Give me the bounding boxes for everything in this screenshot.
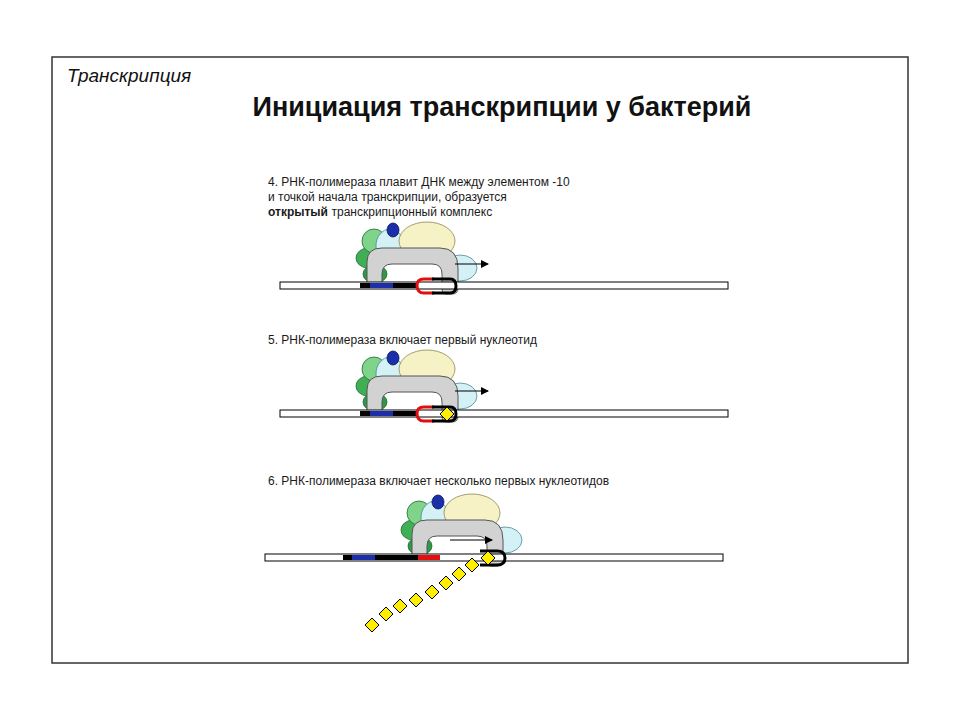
step-caption: и точкой начала транскрипции, образуется	[268, 190, 507, 204]
slide-title: Инициация транскрипции у бактерий	[253, 91, 752, 123]
promoter	[343, 555, 440, 560]
start-arrow	[450, 539, 492, 540]
nucleotide	[393, 599, 407, 613]
text-slot: Транскрипция	[67, 65, 191, 88]
nucleotide	[481, 551, 495, 565]
step-caption: 5. РНК-полимераза включает первый нуклео…	[268, 333, 537, 347]
minus-35-element	[352, 555, 375, 560]
nucleotide	[439, 576, 453, 590]
step-caption: 4. РНК-полимераза плавит ДНК между элеме…	[268, 175, 570, 189]
promoter	[360, 283, 418, 288]
nucleotide	[409, 593, 423, 607]
nucleotide	[425, 585, 439, 599]
dna	[280, 410, 728, 417]
minus-10-element	[417, 407, 434, 421]
text-slot: транскрипционный комплекс	[332, 205, 493, 219]
dna-bubble	[432, 407, 456, 421]
nucleotide	[365, 618, 379, 632]
text-slot: и точкой начала транскрипции, образуется	[268, 190, 507, 204]
nucleotide	[379, 607, 393, 621]
dna-bubble	[432, 279, 456, 293]
start-arrow	[455, 263, 488, 264]
text-slot: 5. РНК-полимераза включает первый нуклео…	[268, 333, 537, 347]
rna-chain	[365, 551, 495, 632]
text-slot: Инициация транскрипции у бактерий	[253, 91, 752, 123]
step-caption: транскрипционный комплекс	[332, 205, 493, 219]
minus-10-element	[417, 279, 434, 293]
text-slot: 4. РНК-полимераза плавит ДНК между элеме…	[268, 175, 570, 189]
start-arrow	[455, 390, 488, 391]
step-caption-bold: открытый	[268, 205, 328, 219]
minus-35-element	[370, 283, 393, 288]
dna-bubble	[480, 551, 505, 565]
step-caption: 6. РНК-полимераза включает несколько пер…	[268, 474, 609, 488]
section-title: Транскрипция	[67, 65, 191, 88]
nucleotide	[465, 558, 479, 572]
text-slot: открытый	[268, 205, 328, 219]
promoter	[360, 411, 418, 416]
dna	[280, 282, 728, 289]
nucleotide	[452, 567, 466, 581]
nucleotide	[440, 407, 454, 421]
minus-10-element	[418, 555, 440, 560]
text-slot: 6. РНК-полимераза включает несколько пер…	[268, 474, 609, 488]
minus-35-element	[370, 411, 393, 416]
slide-frame	[52, 57, 908, 663]
